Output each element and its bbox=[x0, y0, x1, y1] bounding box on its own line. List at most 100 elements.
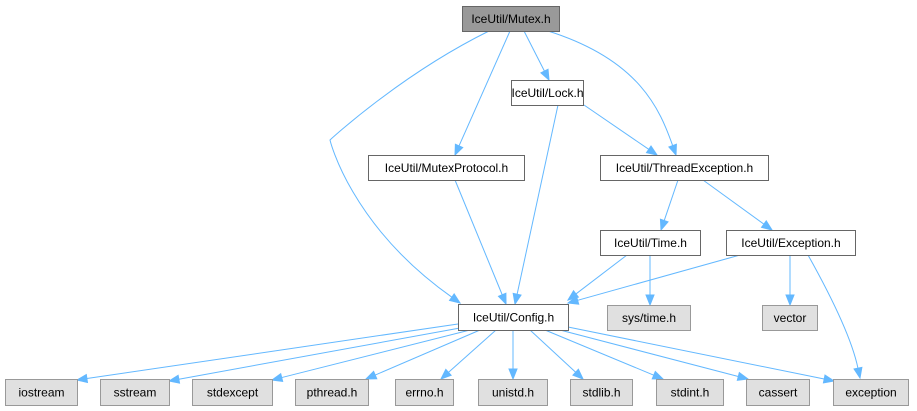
edge-line bbox=[807, 254, 859, 369]
arrowhead-icon bbox=[822, 374, 836, 384]
node-stdint-h: stdint.h bbox=[656, 379, 724, 406]
arrowhead-icon bbox=[508, 368, 518, 381]
edge-line bbox=[523, 30, 545, 72]
edge-iceutil-config-h-to-stdint-h bbox=[544, 329, 665, 380]
node-unistd-h: unistd.h bbox=[478, 379, 548, 406]
node-iostream: iostream bbox=[5, 379, 78, 406]
arrowhead-icon bbox=[454, 143, 464, 157]
edge-line bbox=[281, 329, 471, 379]
arrowhead-icon bbox=[659, 218, 669, 232]
arrowhead-icon bbox=[439, 368, 452, 380]
node-label: sys/time.h bbox=[622, 311, 676, 325]
arrowhead-icon bbox=[364, 370, 378, 380]
arrowhead-icon bbox=[167, 374, 181, 384]
edge-line bbox=[575, 254, 628, 295]
edge-line bbox=[86, 323, 459, 380]
node-box bbox=[5, 379, 78, 406]
edge-line bbox=[448, 329, 497, 373]
node-label: pthread.h bbox=[307, 386, 358, 400]
node-iceutil-config-h[interactable]: IceUtil/Config.h bbox=[458, 304, 569, 331]
node-label: IceUtil/Config.h bbox=[473, 311, 554, 325]
node-label: vector bbox=[774, 311, 807, 325]
edge-line bbox=[583, 104, 650, 150]
arrowhead-icon bbox=[668, 143, 677, 157]
edge-iceutil-time-h-to-sys-time-h bbox=[645, 255, 655, 307]
node-box bbox=[833, 379, 909, 406]
nodes-layer: IceUtil/Mutex.hIceUtil/Lock.hIceUtil/Mut… bbox=[5, 6, 909, 406]
edge-iceutil-exception-h-to-exception bbox=[807, 254, 863, 380]
edge-iceutil-mutex-h-to-iceutil-threadexception-h bbox=[547, 30, 677, 157]
node-box bbox=[600, 155, 769, 181]
arrowhead-icon bbox=[853, 366, 863, 380]
node-box bbox=[656, 379, 724, 406]
arrowhead-icon bbox=[512, 292, 522, 306]
node-label: unistd.h bbox=[492, 386, 534, 400]
node-pthread-h: pthread.h bbox=[295, 379, 369, 406]
edge-line bbox=[178, 327, 461, 380]
edge-iceutil-config-h-to-stdexcept bbox=[270, 329, 471, 383]
node-label: IceUtil/Mutex.h bbox=[471, 12, 550, 26]
node-box bbox=[368, 155, 525, 181]
node-box bbox=[600, 230, 701, 256]
node-box bbox=[395, 379, 454, 406]
node-box bbox=[192, 379, 273, 406]
edges-layer bbox=[75, 30, 863, 384]
node-label: IceUtil/MutexProtocol.h bbox=[385, 161, 508, 175]
arrowhead-icon bbox=[572, 368, 584, 380]
arrowhead-icon bbox=[497, 292, 507, 306]
edge-line bbox=[374, 329, 481, 376]
edge-line bbox=[544, 329, 654, 376]
node-iceutil-mutexprotocol-h[interactable]: IceUtil/MutexProtocol.h bbox=[368, 155, 525, 181]
edge-iceutil-lock-h-to-iceutil-threadexception-h bbox=[583, 104, 659, 156]
arrowhead-icon bbox=[785, 294, 795, 307]
edge-line bbox=[454, 179, 503, 295]
node-box bbox=[762, 305, 818, 331]
node-label: IceUtil/Exception.h bbox=[741, 236, 840, 250]
node-box bbox=[478, 379, 548, 406]
node-sys-time-h: sys/time.h bbox=[607, 305, 691, 331]
node-cassert: cassert bbox=[746, 379, 810, 406]
arrowhead-icon bbox=[645, 294, 655, 307]
edge-line bbox=[663, 179, 679, 221]
edge-iceutil-config-h-to-pthread-h bbox=[364, 329, 481, 380]
arrowhead-icon bbox=[75, 373, 89, 384]
edge-iceutil-mutex-h-to-iceutil-mutexprotocol-h bbox=[454, 30, 511, 157]
arrowhead-icon bbox=[566, 295, 580, 305]
node-label: iostream bbox=[18, 386, 64, 400]
node-label: stdexcept bbox=[207, 386, 259, 400]
edge-line bbox=[329, 30, 490, 298]
node-label: IceUtil/Lock.h bbox=[511, 86, 583, 100]
node-label: exception bbox=[845, 386, 896, 400]
edge-line bbox=[577, 254, 741, 301]
edge-iceutil-config-h-to-errno-h bbox=[439, 329, 497, 380]
node-stdlib-h: stdlib.h bbox=[570, 379, 633, 406]
edge-iceutil-lock-h-to-iceutil-config-h bbox=[512, 104, 559, 306]
edge-line bbox=[702, 179, 765, 225]
edge-line bbox=[547, 30, 674, 146]
arrowhead-icon bbox=[760, 220, 774, 231]
node-vector: vector bbox=[762, 305, 818, 331]
arrowhead-icon bbox=[448, 293, 462, 304]
node-box bbox=[295, 379, 369, 406]
node-sstream: sstream bbox=[100, 379, 170, 406]
node-label: IceUtil/Time.h bbox=[614, 236, 687, 250]
edge-iceutil-mutex-h-to-iceutil-lock-h bbox=[523, 30, 550, 82]
node-iceutil-time-h[interactable]: IceUtil/Time.h bbox=[600, 230, 701, 256]
node-iceutil-threadexception-h[interactable]: IceUtil/ThreadException.h bbox=[600, 155, 769, 181]
node-label: cassert bbox=[759, 386, 798, 400]
node-label: stdlib.h bbox=[582, 386, 620, 400]
edge-line bbox=[559, 329, 739, 377]
node-iceutil-lock-h[interactable]: IceUtil/Lock.h bbox=[511, 80, 584, 106]
node-label: errno.h bbox=[405, 386, 443, 400]
node-iceutil-exception-h[interactable]: IceUtil/Exception.h bbox=[726, 230, 856, 256]
edge-iceutil-config-h-to-exception bbox=[567, 326, 836, 384]
edge-line bbox=[458, 30, 511, 147]
node-box bbox=[746, 379, 810, 406]
node-box bbox=[100, 379, 170, 406]
node-label: sstream bbox=[114, 386, 157, 400]
node-iceutil-mutex-h[interactable]: IceUtil/Mutex.h bbox=[462, 6, 560, 32]
node-box bbox=[607, 305, 691, 331]
edge-iceutil-exception-h-to-vector bbox=[785, 255, 795, 307]
edge-line bbox=[567, 326, 825, 380]
